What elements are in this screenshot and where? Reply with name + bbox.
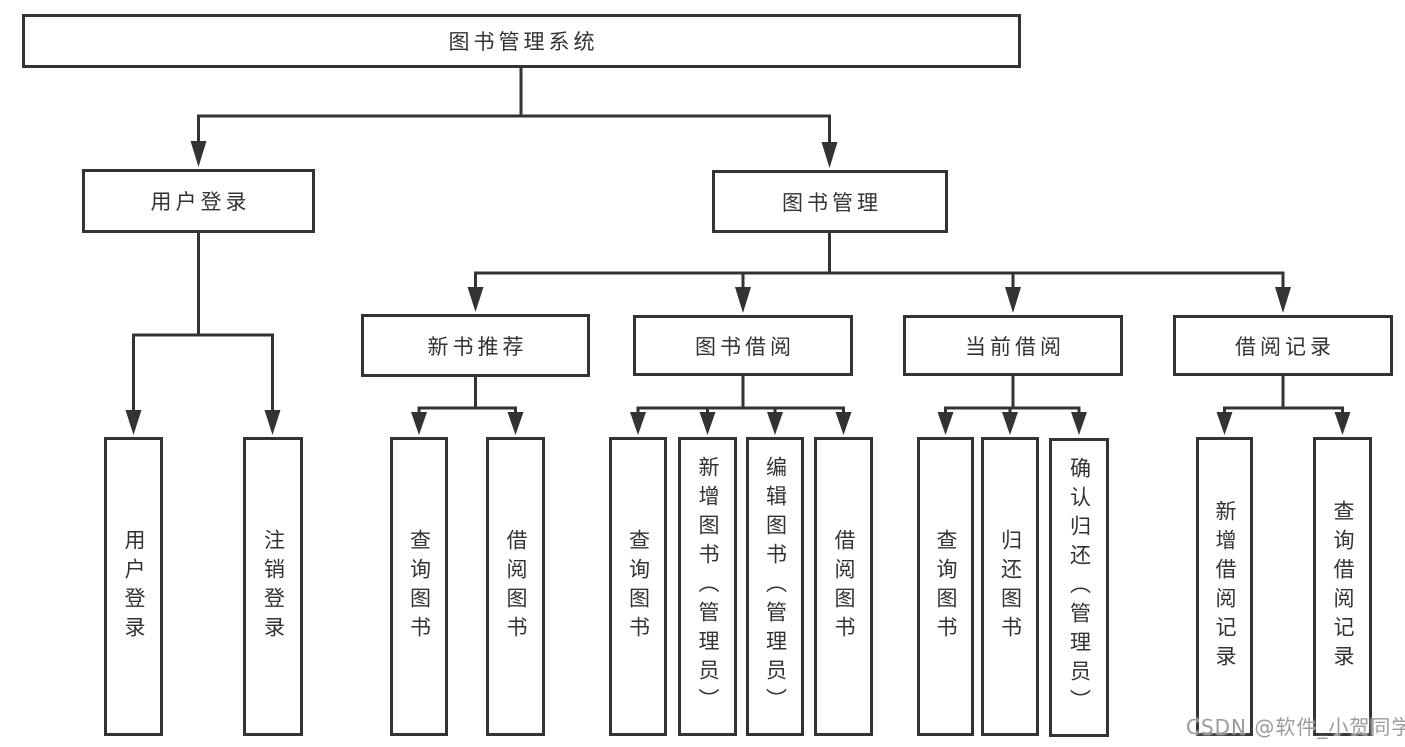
leaf-user-login: 用户登录 xyxy=(104,437,163,736)
leaf-borrow-borrow-books: 借阅图书 xyxy=(814,437,873,736)
node-new-book-recommend: 新书推荐 xyxy=(361,314,590,377)
node-user-login: 用户登录 xyxy=(82,169,315,233)
leaf-edit-books-admin: 编辑图书（管理员） xyxy=(746,437,804,736)
leaf-newbooks-query-books: 查询图书 xyxy=(390,437,448,736)
arrowhead-book-mgmt xyxy=(821,142,838,168)
arrowhead-user-login xyxy=(190,141,207,167)
node-current-borrow: 当前借阅 xyxy=(903,315,1123,376)
node-borrow-records: 借阅记录 xyxy=(1173,315,1393,376)
csdn-watermark: CSDN @软件_小贺同学 xyxy=(1186,715,1405,739)
leaf-add-borrow-record: 新增借阅记录 xyxy=(1196,437,1253,736)
node-book-management: 图书管理 xyxy=(712,170,948,233)
leaf-confirm-return-admin: 确认归还（管理员） xyxy=(1049,438,1109,737)
leaf-borrow-query-books: 查询图书 xyxy=(609,437,667,736)
leaf-query-borrow-record: 查询借阅记录 xyxy=(1313,437,1372,736)
leaf-logout: 注销登录 xyxy=(243,437,303,736)
leaf-newbooks-borrow-books: 借阅图书 xyxy=(486,437,545,736)
leaf-return-books: 归还图书 xyxy=(981,437,1039,736)
leaf-add-books-admin: 新增图书（管理员） xyxy=(678,437,737,736)
node-root: 图书管理系统 xyxy=(22,14,1021,68)
leaf-current-query-books: 查询图书 xyxy=(917,437,974,736)
node-book-borrow: 图书借阅 xyxy=(633,315,853,376)
